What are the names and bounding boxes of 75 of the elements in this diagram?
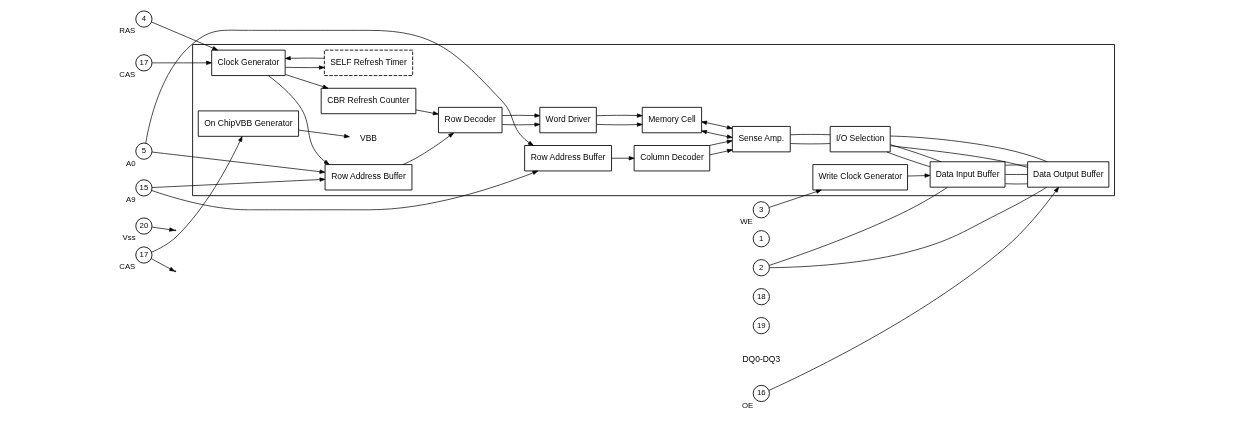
node-box: Word Driver xyxy=(539,106,597,134)
arrow xyxy=(596,113,643,118)
node-box: Row Address Buffer xyxy=(524,145,612,172)
node-label: RAS xyxy=(119,26,136,36)
node-label: A9 xyxy=(126,195,136,205)
arrow xyxy=(709,139,733,146)
node-box: I/O Selection xyxy=(829,126,891,153)
node-box: SELF Refresh Timer xyxy=(323,49,414,76)
node-box: Row Address Buffer xyxy=(324,164,413,191)
connector xyxy=(790,143,831,145)
node-label: CAS xyxy=(119,70,136,80)
arrow xyxy=(152,60,212,65)
node-box: Data Output Buffer xyxy=(1027,161,1110,188)
node-circle: 2 xyxy=(752,259,770,277)
node-circle: 16 xyxy=(752,384,770,402)
arrow xyxy=(907,173,931,178)
label: DQ0-DQ3 xyxy=(742,353,781,364)
node-box: Write Clock Generator xyxy=(812,164,908,191)
arrow xyxy=(151,21,218,51)
node-box: Column Decoder xyxy=(633,145,711,172)
connector xyxy=(790,134,831,136)
arrow xyxy=(402,132,454,165)
arrow xyxy=(768,189,822,208)
arrow xyxy=(285,74,329,89)
arrow xyxy=(701,130,733,139)
node-circle: 5 xyxy=(135,142,153,160)
connector xyxy=(1004,164,1028,166)
node-label: Vss xyxy=(122,233,136,243)
arrow xyxy=(151,170,539,211)
connector xyxy=(1004,183,1028,185)
node-circle: 17 xyxy=(135,54,153,72)
node-box: CBR Refresh Counter xyxy=(320,87,417,115)
node-circle: 17 xyxy=(135,246,153,264)
arrow xyxy=(768,186,1059,391)
arrow xyxy=(285,56,325,61)
node-text: VBB xyxy=(360,133,377,144)
connector xyxy=(890,135,1048,163)
connector xyxy=(890,144,942,163)
node-circle: 3 xyxy=(752,201,770,219)
arrow xyxy=(596,122,643,127)
node-circle: 20 xyxy=(135,217,153,235)
arrow xyxy=(501,122,541,127)
connector xyxy=(890,145,1028,168)
arrow xyxy=(151,226,175,232)
arrow xyxy=(145,29,534,146)
node-label: CAS xyxy=(119,262,136,272)
node-circle: 18 xyxy=(752,288,770,306)
node-box: Sense Amp. xyxy=(731,126,791,153)
node-box: Memory Cell xyxy=(641,106,703,134)
node-label: OE xyxy=(741,400,754,410)
node-label: A0 xyxy=(126,158,136,168)
arrow xyxy=(611,156,635,161)
node-circle: 19 xyxy=(752,317,770,335)
node-box: On ChipVBB Generator xyxy=(197,110,299,137)
node-label: WE xyxy=(740,217,753,227)
arrow xyxy=(501,113,541,118)
arrow xyxy=(151,151,326,174)
connector xyxy=(1004,174,1028,175)
connector xyxy=(769,186,1048,269)
node-box: Row Decoder xyxy=(438,106,503,134)
node-circle: 1 xyxy=(752,230,770,248)
arrow xyxy=(151,177,326,188)
arrow xyxy=(151,136,243,253)
connector xyxy=(768,187,948,266)
arrow xyxy=(285,65,325,70)
arrow xyxy=(415,109,439,116)
arrow xyxy=(709,148,733,156)
connector xyxy=(886,151,931,168)
node-circle: 15 xyxy=(135,179,153,197)
arrow xyxy=(268,75,330,165)
arrow xyxy=(298,129,350,139)
arrow xyxy=(701,120,733,130)
node-box: Data Input Buffer xyxy=(929,161,1006,188)
node-box: Clock Generator xyxy=(211,49,286,76)
node-circle: 4 xyxy=(135,10,153,28)
